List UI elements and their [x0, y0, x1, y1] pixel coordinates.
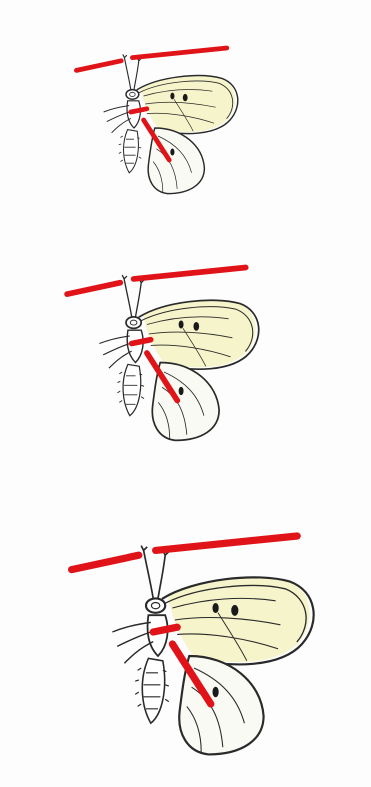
butterfly-drawing — [112, 546, 313, 755]
butterfly-figure-medium — [67, 268, 259, 441]
butterfly-figure-small — [76, 48, 237, 194]
butterfly-drawing — [99, 275, 258, 440]
butterfly-figure-large — [72, 536, 314, 754]
butterfly-drawing — [104, 54, 238, 193]
